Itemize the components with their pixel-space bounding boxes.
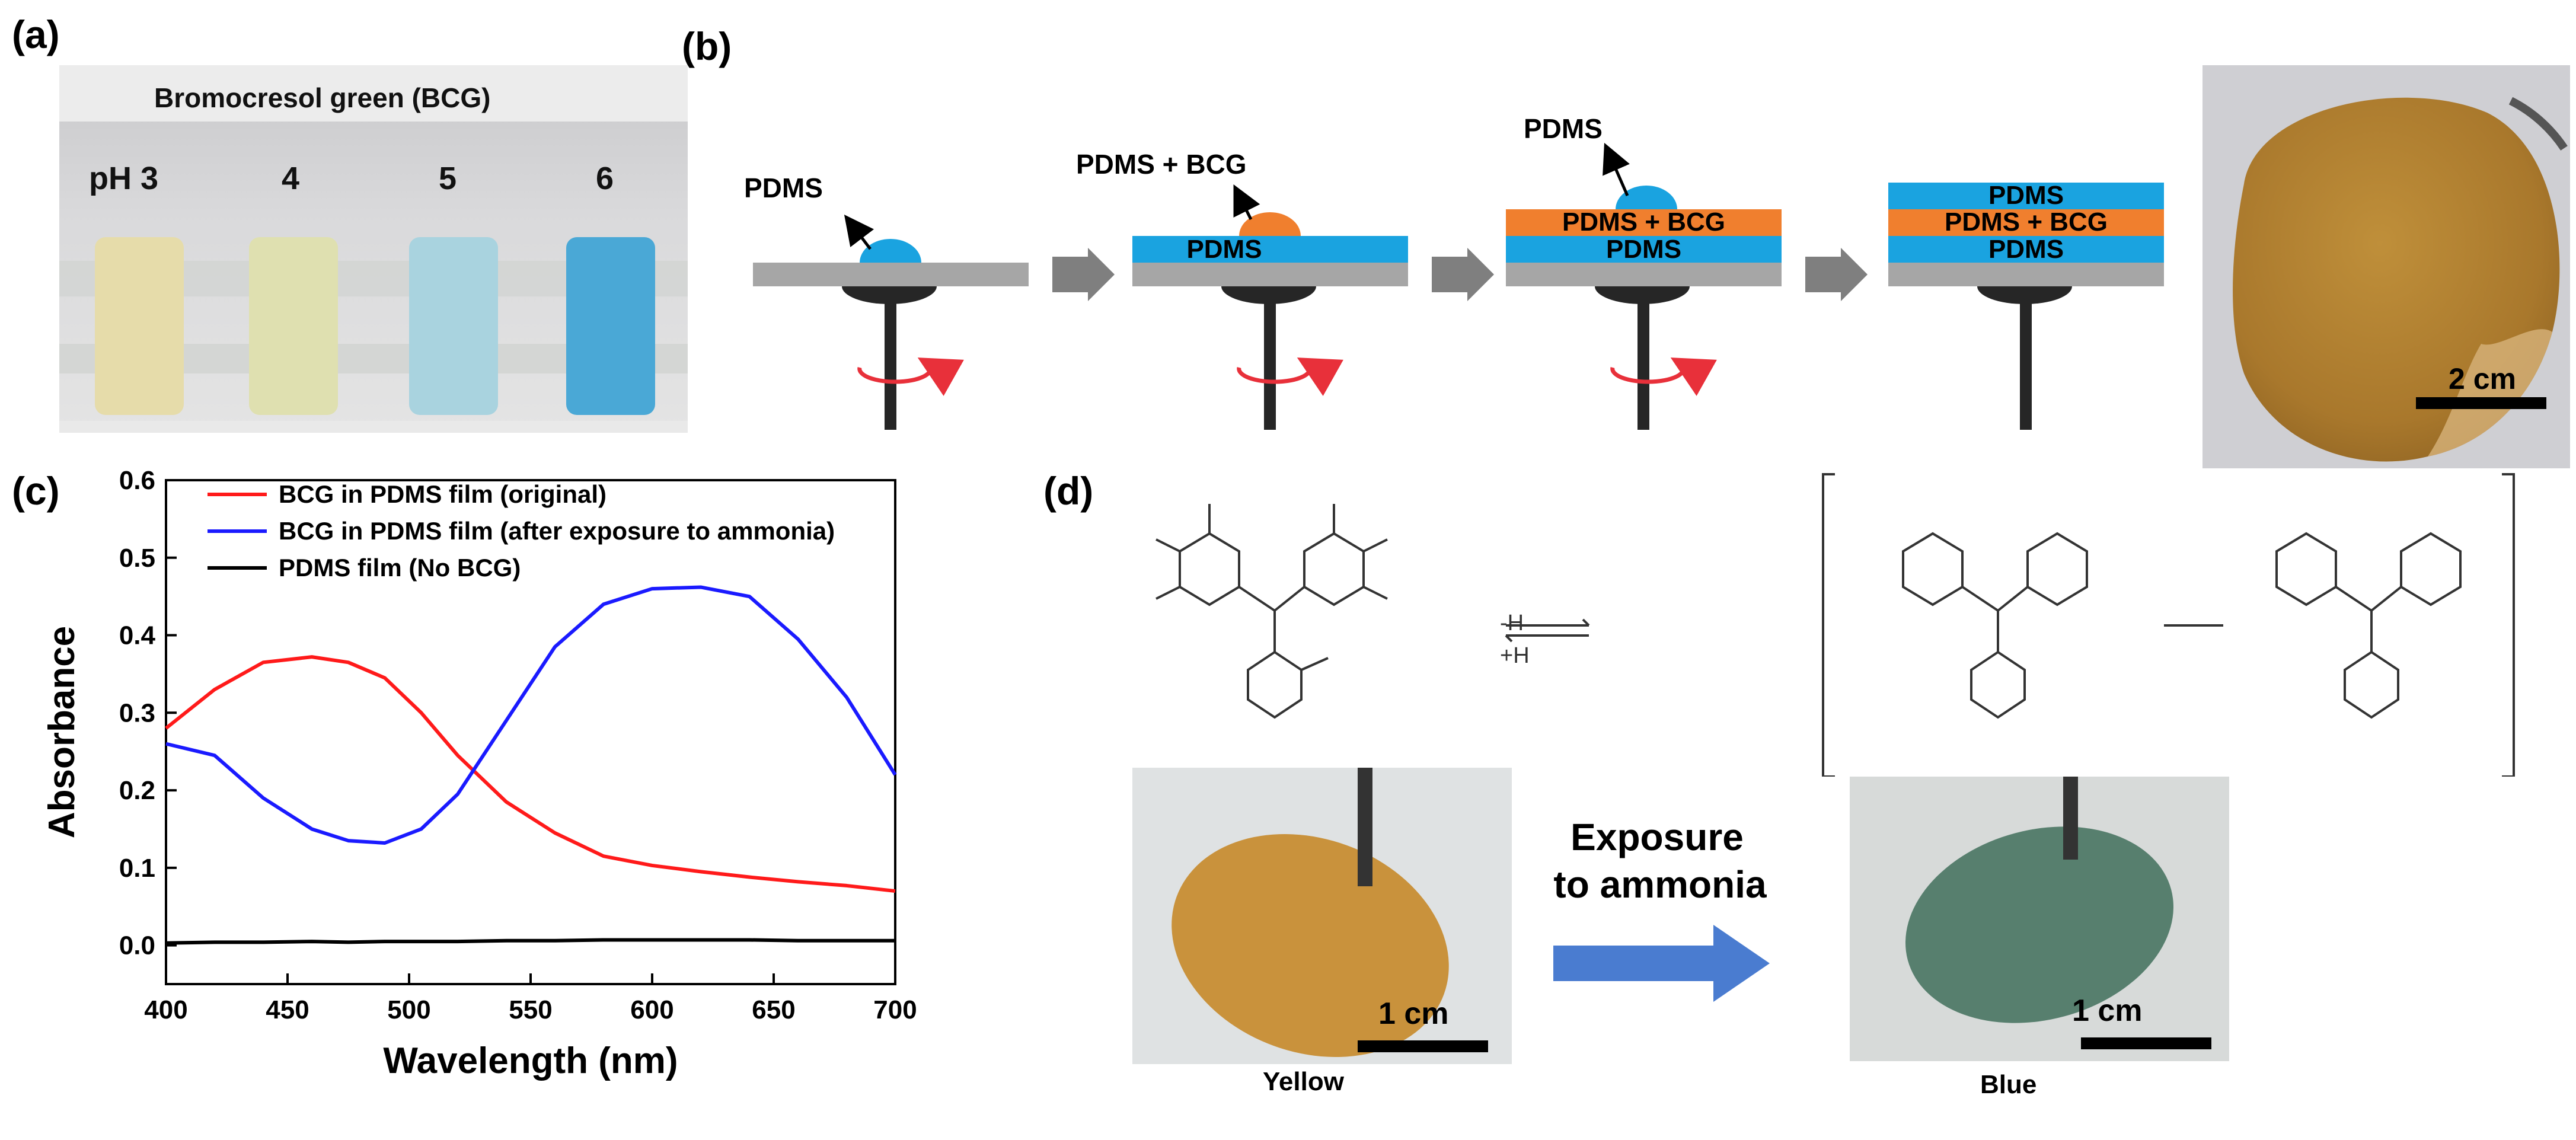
tube-photo	[59, 65, 688, 433]
scalebar-2cm	[2416, 397, 2546, 409]
x-axis-label: Wavelength (nm)	[383, 1040, 678, 1081]
y-tick-label: 0.6	[119, 466, 155, 495]
bcg-photo-title: Bromocresol green (BCG)	[154, 82, 491, 113]
legend-entry-2: BCG in PDMS film (after exposure to ammo…	[279, 517, 835, 545]
y-tick-label: 0.5	[119, 544, 155, 573]
caption-blue: Blue	[1980, 1070, 2037, 1099]
y-tick-label: 0.2	[119, 776, 155, 805]
legend-entry-1: BCG in PDMS film (original)	[279, 480, 607, 508]
step2-pdms-bcg-label: PDMS + BCG	[1076, 149, 1247, 180]
step-2	[1132, 184, 1408, 430]
legend-entry-3: PDMS film (No BCG)	[279, 554, 521, 582]
plot-frame	[165, 479, 896, 985]
step-3	[1506, 142, 1782, 430]
exposure-label-2: to ammonia	[1553, 863, 1767, 906]
step-1	[753, 215, 1029, 430]
step-4	[1888, 183, 2164, 430]
y-tick-label: 0.0	[119, 931, 155, 960]
tube-label-1: pH 3	[89, 161, 159, 196]
step4-layer-3: PDMS	[1988, 235, 2064, 264]
x-tick-label: 650	[752, 995, 795, 1024]
reaction-forward: -H	[1500, 611, 1524, 636]
flow-arrow-3	[1805, 248, 1868, 301]
series-line-1	[165, 655, 896, 893]
caption-yellow: Yellow	[1263, 1067, 1344, 1096]
tubes-group	[95, 237, 655, 415]
x-tick-label: 700	[873, 995, 917, 1024]
y-axis-label: Absorbance	[42, 626, 82, 838]
blue-film-photo	[1850, 777, 2229, 1061]
scalebar-right	[2081, 1037, 2211, 1049]
y-tick-label: 0.1	[119, 854, 155, 883]
step3-layer-1: PDMS + BCG	[1562, 207, 1726, 237]
tube-ph3	[95, 237, 184, 415]
scalebar-2cm-label: 2 cm	[2449, 362, 2516, 395]
tube-ph6	[566, 237, 655, 415]
flow-arrow-1	[1052, 248, 1115, 301]
step1-pdms-label: PDMS	[744, 173, 823, 203]
absorbance-chart: 400 450 500 550 600 650 700 0.0 0.1 0.2 0.3 0.4 0.5 0…	[42, 466, 917, 1081]
panel-a-label: (a)	[12, 12, 60, 56]
step2-layer-label: PDMS	[1186, 235, 1262, 264]
scalebar-right-label: 1 cm	[2072, 994, 2143, 1028]
step3-pdms-label: PDMS	[1524, 113, 1603, 144]
x-tick-label: 600	[630, 995, 673, 1024]
yellow-film-photo	[1132, 768, 1512, 1064]
scalebar-left	[1358, 1040, 1488, 1052]
bcg-structures	[1155, 473, 2515, 777]
tube-ph4	[249, 237, 338, 415]
step4-layer-1: PDMS	[1988, 181, 2064, 210]
series-line-2	[165, 585, 897, 845]
spin-coating-schematic	[753, 142, 2164, 430]
y-tick-label: 0.4	[119, 621, 156, 650]
step3-layer-2: PDMS	[1605, 235, 1682, 264]
y-tick-label: 0.3	[119, 698, 155, 727]
panel-c-label: (c)	[12, 469, 60, 513]
flow-arrow-2	[1432, 248, 1494, 301]
scalebar-left-label: 1 cm	[1378, 997, 1449, 1031]
x-tick-label: 500	[387, 995, 430, 1024]
panel-d-label: (d)	[1043, 469, 1094, 513]
series-line-3	[165, 938, 895, 945]
exposure-label-1: Exposure	[1571, 816, 1744, 858]
x-tick-label: 550	[509, 995, 552, 1024]
bcg-film-photo	[2202, 65, 2570, 468]
tube-ph5	[409, 237, 498, 415]
exposure-arrow	[1553, 925, 1770, 1002]
tube-label-3: 5	[439, 161, 457, 196]
panel-b-label: (b)	[682, 24, 732, 68]
x-tick-label: 450	[266, 995, 309, 1024]
tube-label-2: 4	[282, 161, 300, 196]
x-tick-label: 400	[144, 995, 187, 1024]
step4-layer-2: PDMS + BCG	[1944, 207, 2108, 237]
reaction-reverse: +H	[1500, 643, 1530, 668]
tube-label-4: 6	[596, 161, 614, 196]
